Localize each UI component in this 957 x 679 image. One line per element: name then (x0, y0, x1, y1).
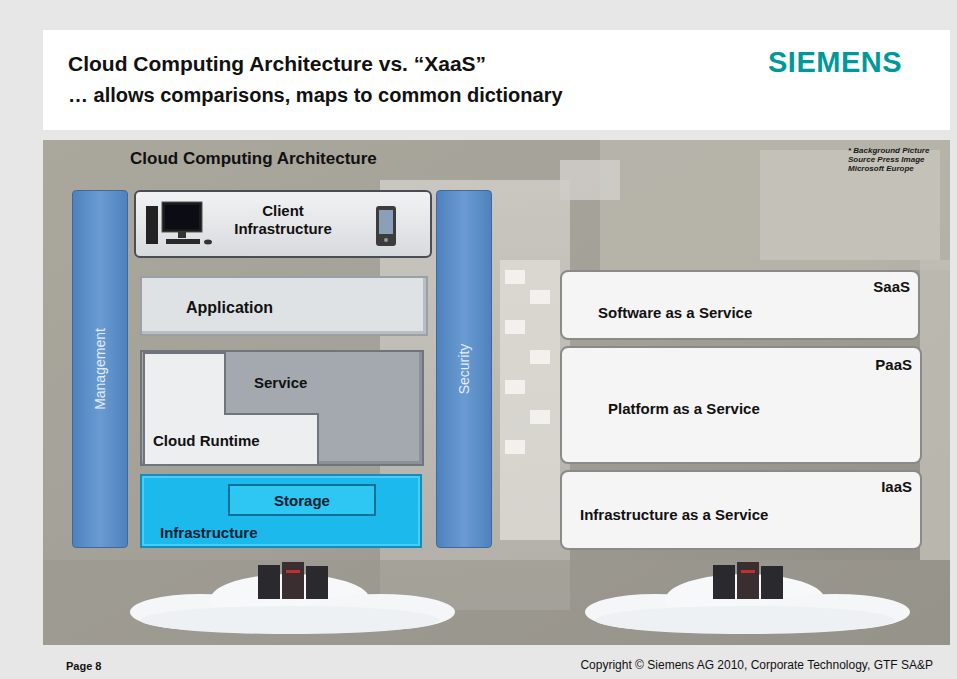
picture-note: * Background Picture Source Press Image … (848, 146, 946, 174)
node-label: Storage (230, 492, 374, 510)
copyright: Copyright © Siemens AG 2010, Corporate T… (580, 658, 933, 672)
node-label: Application (186, 298, 273, 317)
application-box: Application (140, 276, 428, 336)
node-label: Client Infrastructure (218, 202, 348, 238)
saas-box: SaaS Software as a Service (560, 270, 920, 340)
security-bar: Security (436, 190, 492, 548)
slide-title: Cloud Computing Architecture vs. “XaaS” (68, 52, 486, 76)
subtitle: … allows comparisons, maps to common dic… (68, 84, 563, 107)
iaas-box: IaaS Infrastructure as a Service (560, 470, 922, 550)
node-label: IaaS (881, 478, 912, 496)
node-body: Software as a Service (598, 304, 752, 322)
client-box: Client Infrastructure (134, 190, 432, 258)
node-label: Management (92, 328, 109, 410)
management-bar: Management (72, 190, 128, 548)
cloud (585, 562, 910, 634)
runtime-shape: Cloud Runtime (143, 352, 319, 466)
node-label: Cloud Computing Architecture (130, 149, 377, 169)
node-label: Security (456, 344, 473, 395)
storage-box: Storage (228, 484, 376, 516)
node-body: Infrastructure as a Service (580, 506, 768, 524)
infrastructure-box: Infrastructure Storage (140, 474, 422, 548)
node-label: Service (254, 374, 307, 392)
cloud (130, 562, 455, 634)
paas-box: PaaS Platform as a Service (560, 346, 922, 464)
node-label: PaaS (875, 356, 912, 374)
node-label: SaaS (873, 278, 910, 296)
architecture-panel: Cloud Computing ArchitectureManagement C… (62, 145, 500, 553)
logo: SIEMENS (768, 46, 902, 79)
node-body: Platform as a Service (608, 400, 760, 418)
page-number: Page 8 (66, 660, 101, 672)
node-label: Cloud Runtime (153, 432, 260, 450)
node-label: Infrastructure (160, 524, 258, 542)
